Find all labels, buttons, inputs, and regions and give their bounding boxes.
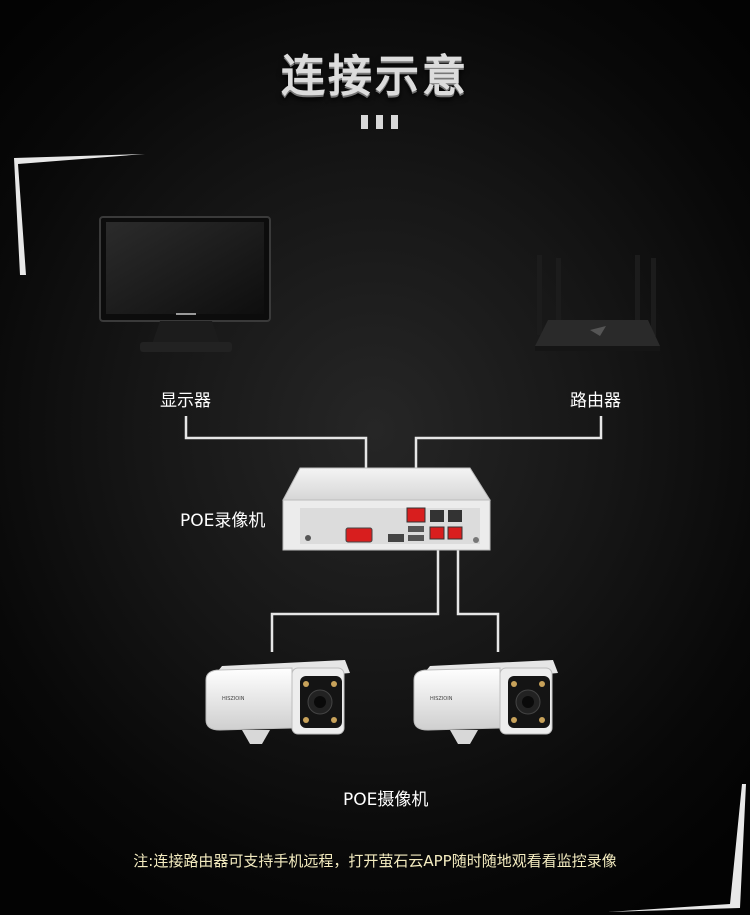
monitor-label: 显示器 — [160, 391, 211, 411]
nvr-device — [282, 467, 491, 551]
monitor-device — [99, 216, 271, 352]
corner-bottom-right-decoration — [608, 784, 746, 912]
cable-nvr-camera-left — [270, 538, 440, 652]
router-device — [535, 255, 660, 351]
camera-right-brand: HISZIOIN — [430, 696, 453, 702]
connection-note: 注:连接路由器可支持手机远程，打开萤石云APP随时随地观看看监控录像 — [133, 852, 617, 870]
cable-nvr-camera-right — [456, 538, 500, 652]
router-label: 路由器 — [570, 391, 621, 411]
page-title: 连接示意 — [281, 51, 469, 102]
nvr-label: POE录像机 — [180, 511, 266, 531]
camera-left-brand: HISZIOIN — [222, 696, 245, 702]
camera-left-device: HISZIOIN — [205, 660, 350, 744]
camera-right-device: HISZIOIN — [413, 660, 558, 744]
cameras-label: POE摄像机 — [343, 790, 429, 810]
title-decoration — [361, 115, 401, 129]
